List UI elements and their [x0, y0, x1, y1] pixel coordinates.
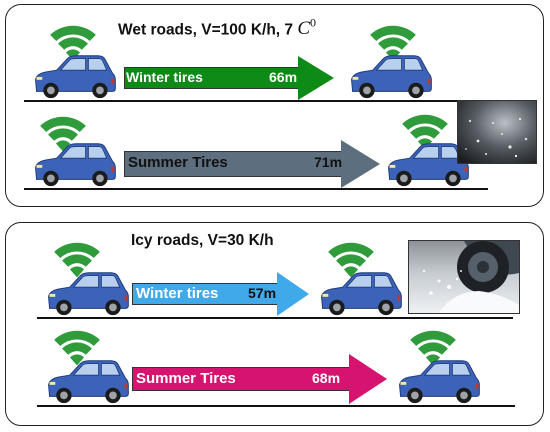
wet-road-photo [457, 100, 537, 164]
wet-summer-arrow: Summer Tires 71m [124, 140, 380, 188]
wet-winter-label: Winter tires [126, 69, 203, 85]
icy-winter-distance: 57m [248, 285, 277, 301]
wet-summer-road-line [24, 188, 488, 190]
icy-winter-arrow-head [277, 272, 309, 316]
wet-summer-label: Summer Tires [128, 154, 228, 171]
icy-winter-label: Winter tires [136, 285, 219, 302]
icy-summer-distance: 68m [312, 370, 341, 386]
icy-summer-arrow-shaft [132, 367, 350, 391]
icy-summer-arrow: Summer Tires 68m [132, 354, 388, 404]
wet-winter-arrow-head [298, 56, 334, 100]
wet-winter-road-line [24, 100, 524, 102]
icy-road-tire-photo [408, 240, 520, 314]
wet-summer-start-car-icon [24, 138, 124, 188]
icy-winter-arrow-shaft [132, 283, 278, 305]
icy-winter-road-line [37, 317, 513, 319]
icy-summer-road-line [37, 405, 515, 407]
wet-summer-distance: 71m [314, 154, 343, 170]
icy-summer-start-car-icon [37, 355, 137, 405]
icy-summer-label: Summer Tires [136, 370, 236, 387]
wet-winter-arrow: Winter tires 66m [124, 56, 334, 100]
wet-summer-arrow-head [341, 140, 380, 188]
temperature-unit: C0 [297, 16, 317, 40]
wet-winter-start-car-icon [24, 50, 124, 100]
icy-winter-end-car-icon [310, 267, 410, 317]
wet-winter-distance: 66m [269, 69, 298, 85]
icy-winter-start-car-icon [37, 267, 137, 317]
icy-roads-title: Icy roads, V=30 K/h [131, 232, 274, 249]
wet-winter-end-car-icon [340, 50, 440, 100]
wet-summer-arrow-shaft [124, 151, 342, 177]
wet-winter-arrow-shaft [124, 67, 299, 89]
icy-summer-end-car-icon [388, 355, 488, 405]
wet-roads-title: Wet roads, V=100 K/h, 7 C0 [118, 16, 317, 40]
icy-winter-arrow: Winter tires 57m [132, 272, 310, 316]
icy-summer-arrow-head [349, 354, 387, 404]
